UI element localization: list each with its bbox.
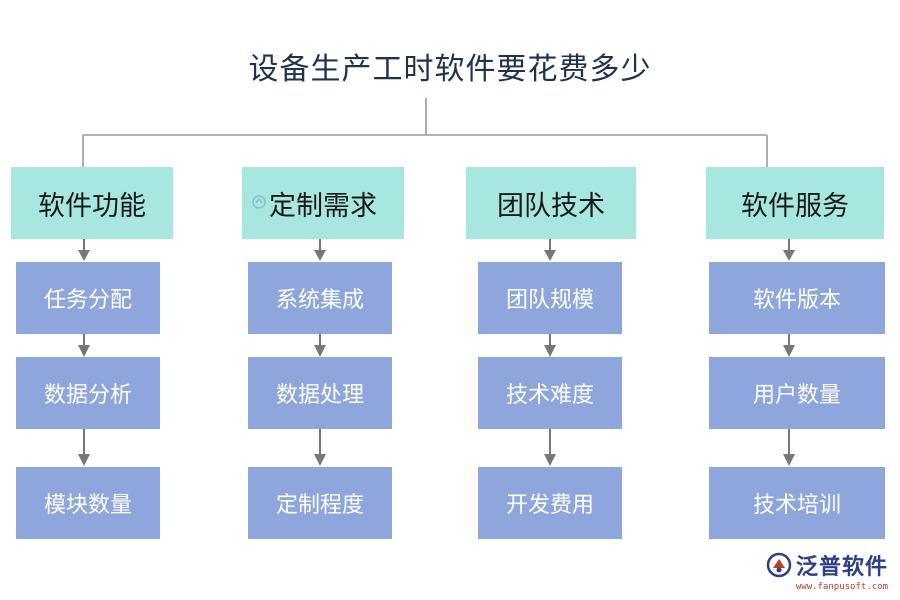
item-box-1-2: 数据分析 [16,357,160,429]
category-box-2: 定制需求 [242,167,404,239]
arrow-col3-2 [544,333,556,357]
arrow-col4-3 [783,428,795,466]
arrow-col1-3 [78,428,90,466]
brand-url: www.fanpusoft.com [795,582,888,592]
arrow-col1-1 [78,238,90,261]
category-box-1: 软件功能 [11,167,173,239]
item-box-3-1: 团队规模 [478,262,622,334]
item-box-1-3: 模块数量 [16,467,160,539]
item-box-4-3: 技术培训 [709,467,885,539]
item-box-4-2: 用户数量 [709,357,885,429]
arrow-col3-1 [544,238,556,261]
item-box-2-3: 定制程度 [248,467,392,539]
arrow-col1-2 [78,333,90,357]
item-box-4-1: 软件版本 [709,262,885,334]
arrow-col2-2 [314,333,326,357]
arrow-col2-1 [314,238,326,261]
brand-name: 泛普软件 [795,555,888,580]
item-box-3-2: 技术难度 [478,357,622,429]
item-box-1-1: 任务分配 [16,262,160,334]
arrow-col2-3 [314,428,326,466]
arrow-col4-2 [783,333,795,357]
arrow-col4-1 [783,238,795,261]
item-box-2-2: 数据处理 [248,357,392,429]
arrow-col3-3 [544,428,556,466]
category-box-3: 团队技术 [466,167,636,239]
watermark-faint-icon [246,192,272,212]
brand-watermark: 泛普软件 www.fanpusoft.com [766,549,888,592]
item-box-3-3: 开发费用 [478,467,622,539]
diagram-title: 设备生产工时软件要花费多少 [248,52,652,87]
brand-logo-icon [766,552,792,578]
item-box-2-1: 系统集成 [248,262,392,334]
category-box-4: 软件服务 [706,167,884,239]
